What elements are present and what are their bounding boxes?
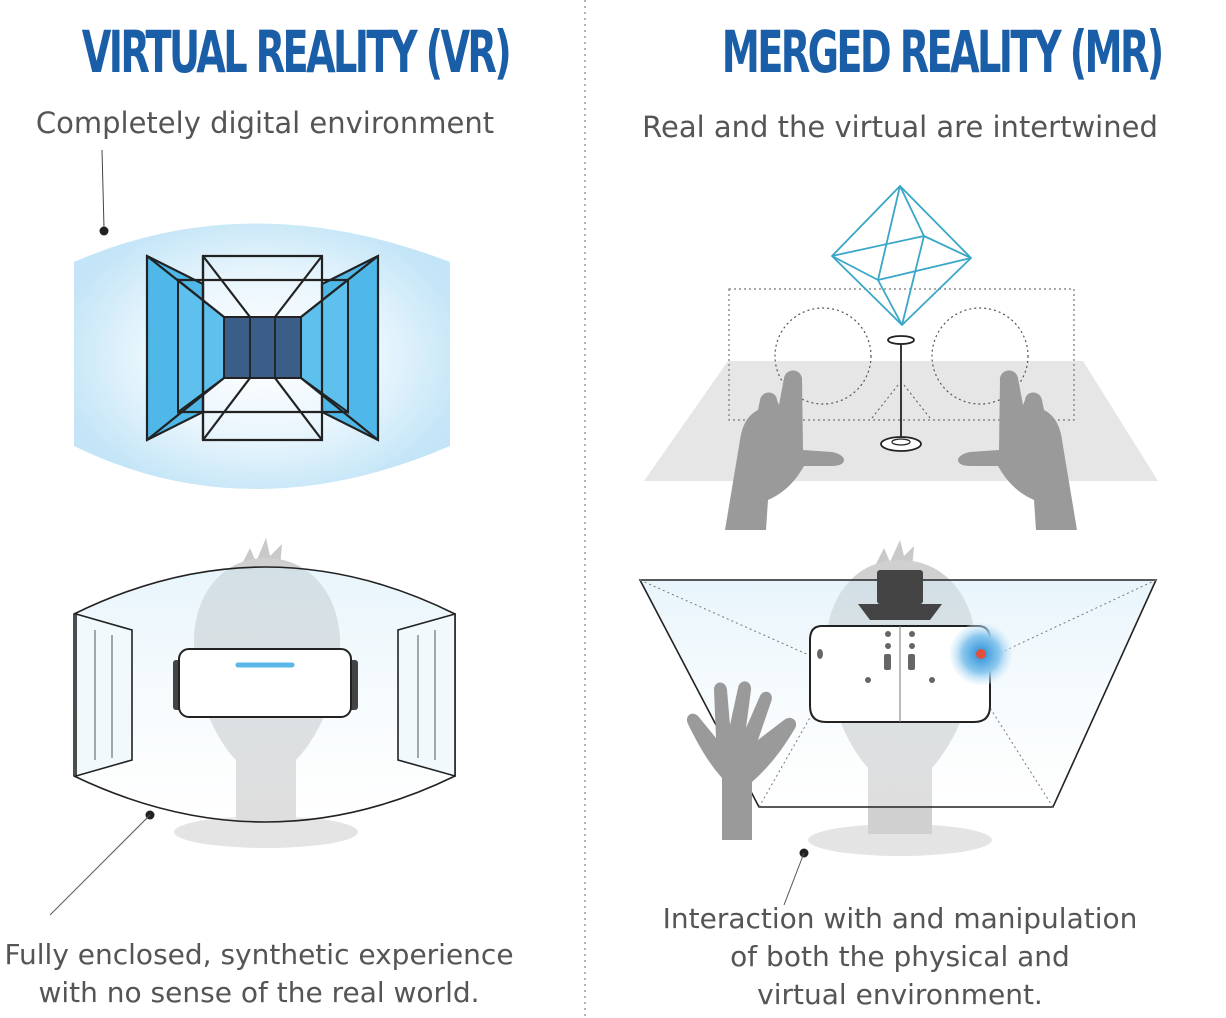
mr-sensor-dot (976, 649, 986, 659)
vr-subtitle: Completely digital environment (35, 106, 495, 140)
mr-title: MERGED REALITY (MR) (721, 18, 1164, 86)
vr-headset-illustration (49, 538, 456, 916)
mr-right-hand (958, 370, 1077, 530)
vr-right-wall (397, 612, 456, 778)
mr-caption-line-2: of both the physical and (730, 940, 1070, 973)
mr-waving-hand (686, 681, 797, 840)
mr-table-illustration (644, 185, 1158, 530)
vr-left-wall (75, 612, 133, 778)
mr-octahedron (831, 185, 972, 326)
mr-caption-line-3: virtual environment. (757, 978, 1043, 1011)
mr-subtitle: Real and the virtual are intertwined (642, 110, 1158, 144)
vr-goggles (178, 648, 352, 718)
vr-title: VIRTUAL REALITY (VR) (81, 18, 512, 86)
vr-core-panel (223, 316, 302, 379)
mr-caption: Interaction with and manipulation of bot… (630, 900, 1170, 1014)
mr-left-hand (725, 370, 844, 530)
vr-caption: Fully enclosed, synthetic experience wit… (0, 936, 518, 1012)
vr-subtitle-pointer-dot (99, 226, 109, 236)
vr-caption-line-2: with no sense of the real world. (38, 976, 480, 1009)
vr-tunnel-illustration (74, 149, 450, 489)
mr-caption-line-1: Interaction with and manipulation (662, 902, 1138, 935)
mr-virtual-frame (728, 288, 1075, 421)
vr-caption-line-1: Fully enclosed, synthetic experience (4, 938, 514, 971)
mr-headset-illustration (638, 540, 1158, 906)
